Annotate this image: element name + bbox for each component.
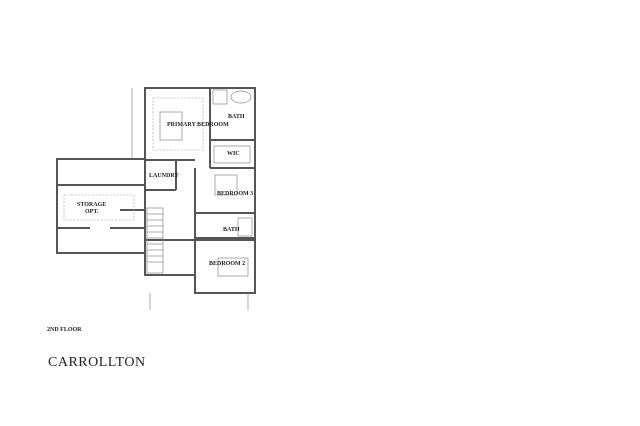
exterior-walls	[56, 87, 256, 310]
room-bedroom-3: BEDROOM 3	[217, 191, 253, 197]
plan-title: CARROLLTON	[48, 355, 146, 370]
floor-label: 2ND FLOOR	[47, 327, 82, 333]
interior-walls	[57, 88, 255, 240]
room-bedroom-2: BEDROOM 2	[209, 261, 245, 267]
storage-opt-note: OPT.	[85, 209, 99, 215]
room-storage: STORAGE	[77, 202, 106, 208]
room-laundry: LAUNDRY	[149, 173, 179, 179]
staircase	[146, 207, 164, 274]
room-wic: WIC	[227, 151, 240, 157]
room-primary-bedroom: PRIMARY BEDROOM	[167, 122, 229, 128]
room-bath: BATH	[223, 227, 240, 233]
room-primary-bath: BATH	[228, 114, 245, 120]
fixtures	[63, 89, 253, 277]
